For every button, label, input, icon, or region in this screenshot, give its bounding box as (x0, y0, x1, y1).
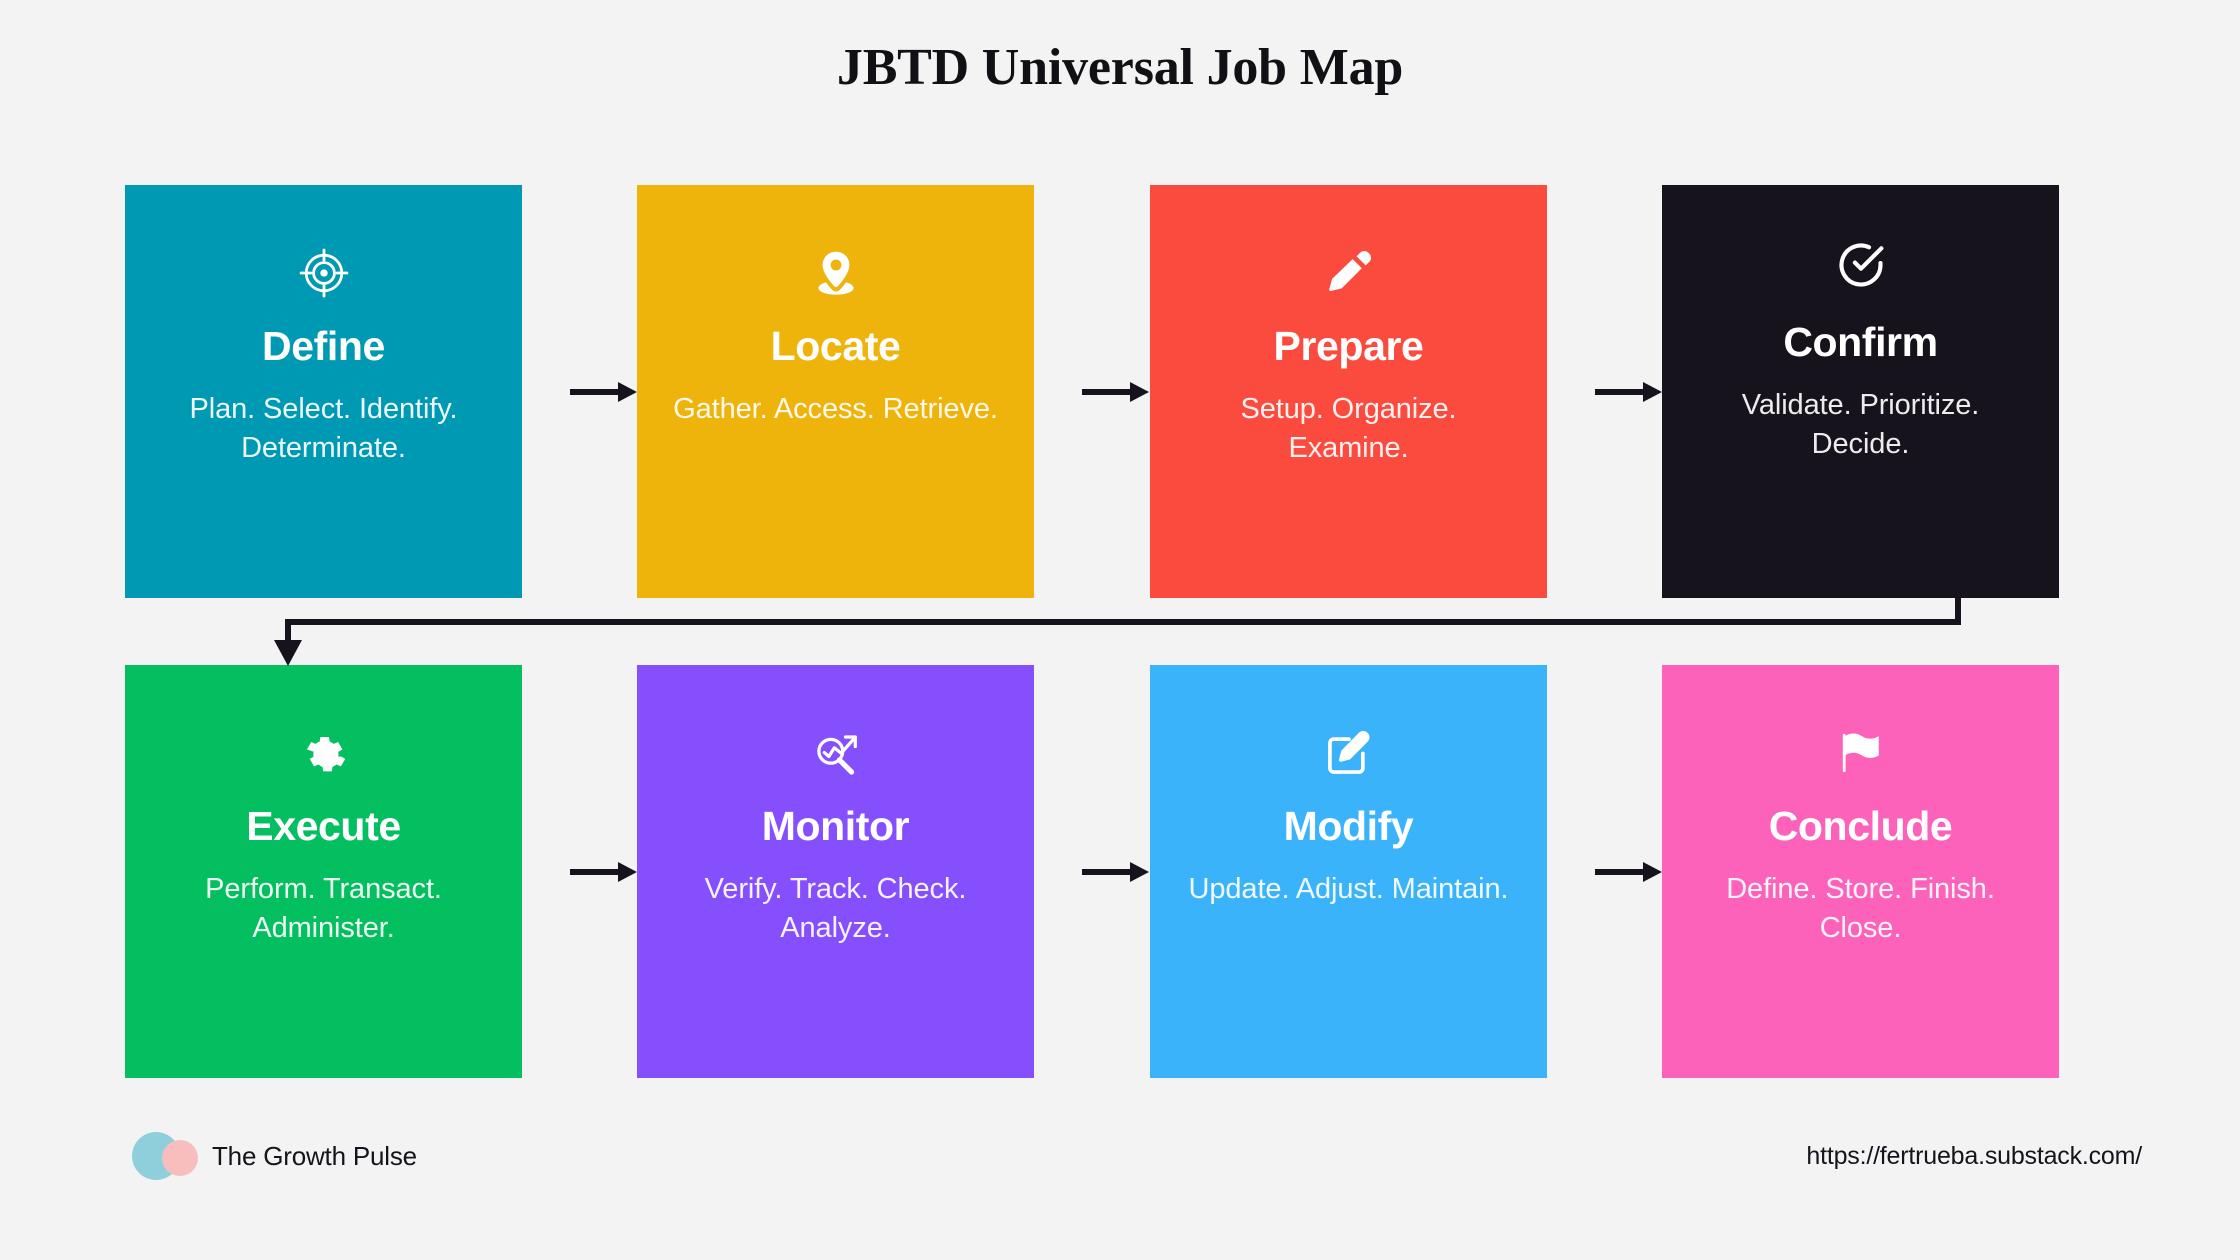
footer-url[interactable]: https://fertrueba.substack.com/ (1806, 1142, 2142, 1170)
footer-brand[interactable]: The Growth Pulse (132, 1132, 417, 1180)
map-pin-icon (810, 247, 862, 299)
arrow-monitor-to-modify (1082, 859, 1150, 885)
card-description: Validate. Prioritize. Decide. (1741, 389, 1980, 461)
gear-check-icon (298, 727, 350, 779)
flag-icon (1835, 727, 1887, 779)
brand-name: The Growth Pulse (212, 1140, 417, 1171)
square-pen-icon (1323, 727, 1375, 779)
card-description: Define. Store. Finish. Close. (1726, 873, 1995, 945)
card-description: Update. Adjust. Maintain. (1188, 873, 1509, 906)
card-conclude[interactable]: Conclude Define. Store. Finish. Close. (1662, 665, 2059, 1078)
check-circle-icon (1835, 239, 1887, 291)
arrow-locate-to-prepare (1082, 379, 1150, 405)
card-monitor[interactable]: Monitor Verify. Track. Check. Analyze. (637, 665, 1034, 1078)
card-title: Confirm (1783, 319, 1938, 365)
card-define[interactable]: Define Plan. Select. Identify. Determina… (125, 185, 522, 598)
arrow-modify-to-conclude (1595, 859, 1663, 885)
card-title: Locate (770, 323, 901, 369)
brand-logo-icon (132, 1132, 198, 1180)
card-locate[interactable]: Locate Gather. Access. Retrieve. (637, 185, 1034, 598)
card-description: Gather. Access. Retrieve. (673, 393, 998, 426)
page-title: JBTD Universal Job Map (836, 39, 1404, 96)
card-modify[interactable]: Modify Update. Adjust. Maintain. (1150, 665, 1547, 1078)
card-description: Setup. Organize. Examine. (1240, 393, 1457, 465)
magnifier-trend-icon (810, 727, 862, 779)
card-title: Prepare (1273, 323, 1424, 369)
card-title: Modify (1283, 803, 1414, 849)
card-confirm[interactable]: Confirm Validate. Prioritize. Decide. (1662, 185, 2059, 598)
card-title: Conclude (1768, 803, 1953, 849)
card-description: Verify. Track. Check. Analyze. (704, 873, 967, 945)
arrow-execute-to-monitor (570, 859, 638, 885)
card-description: Perform. Transact. Administer. (205, 873, 442, 945)
target-crosshair-icon (298, 247, 350, 299)
arrow-define-to-locate (570, 379, 638, 405)
card-execute[interactable]: Execute Perform. Transact. Administer. (125, 665, 522, 1078)
brand-circle-secondary (162, 1140, 198, 1176)
arrow-prepare-to-confirm (1595, 379, 1663, 405)
card-title: Define (262, 323, 385, 369)
pencil-icon (1323, 247, 1375, 299)
arrow-confirm-to-execute (255, 592, 1975, 672)
card-title: Execute (246, 803, 401, 849)
card-prepare[interactable]: Prepare Setup. Organize. Examine. (1150, 185, 1547, 598)
card-title: Monitor (761, 803, 910, 849)
card-description: Plan. Select. Identify. Determinate. (189, 393, 458, 465)
